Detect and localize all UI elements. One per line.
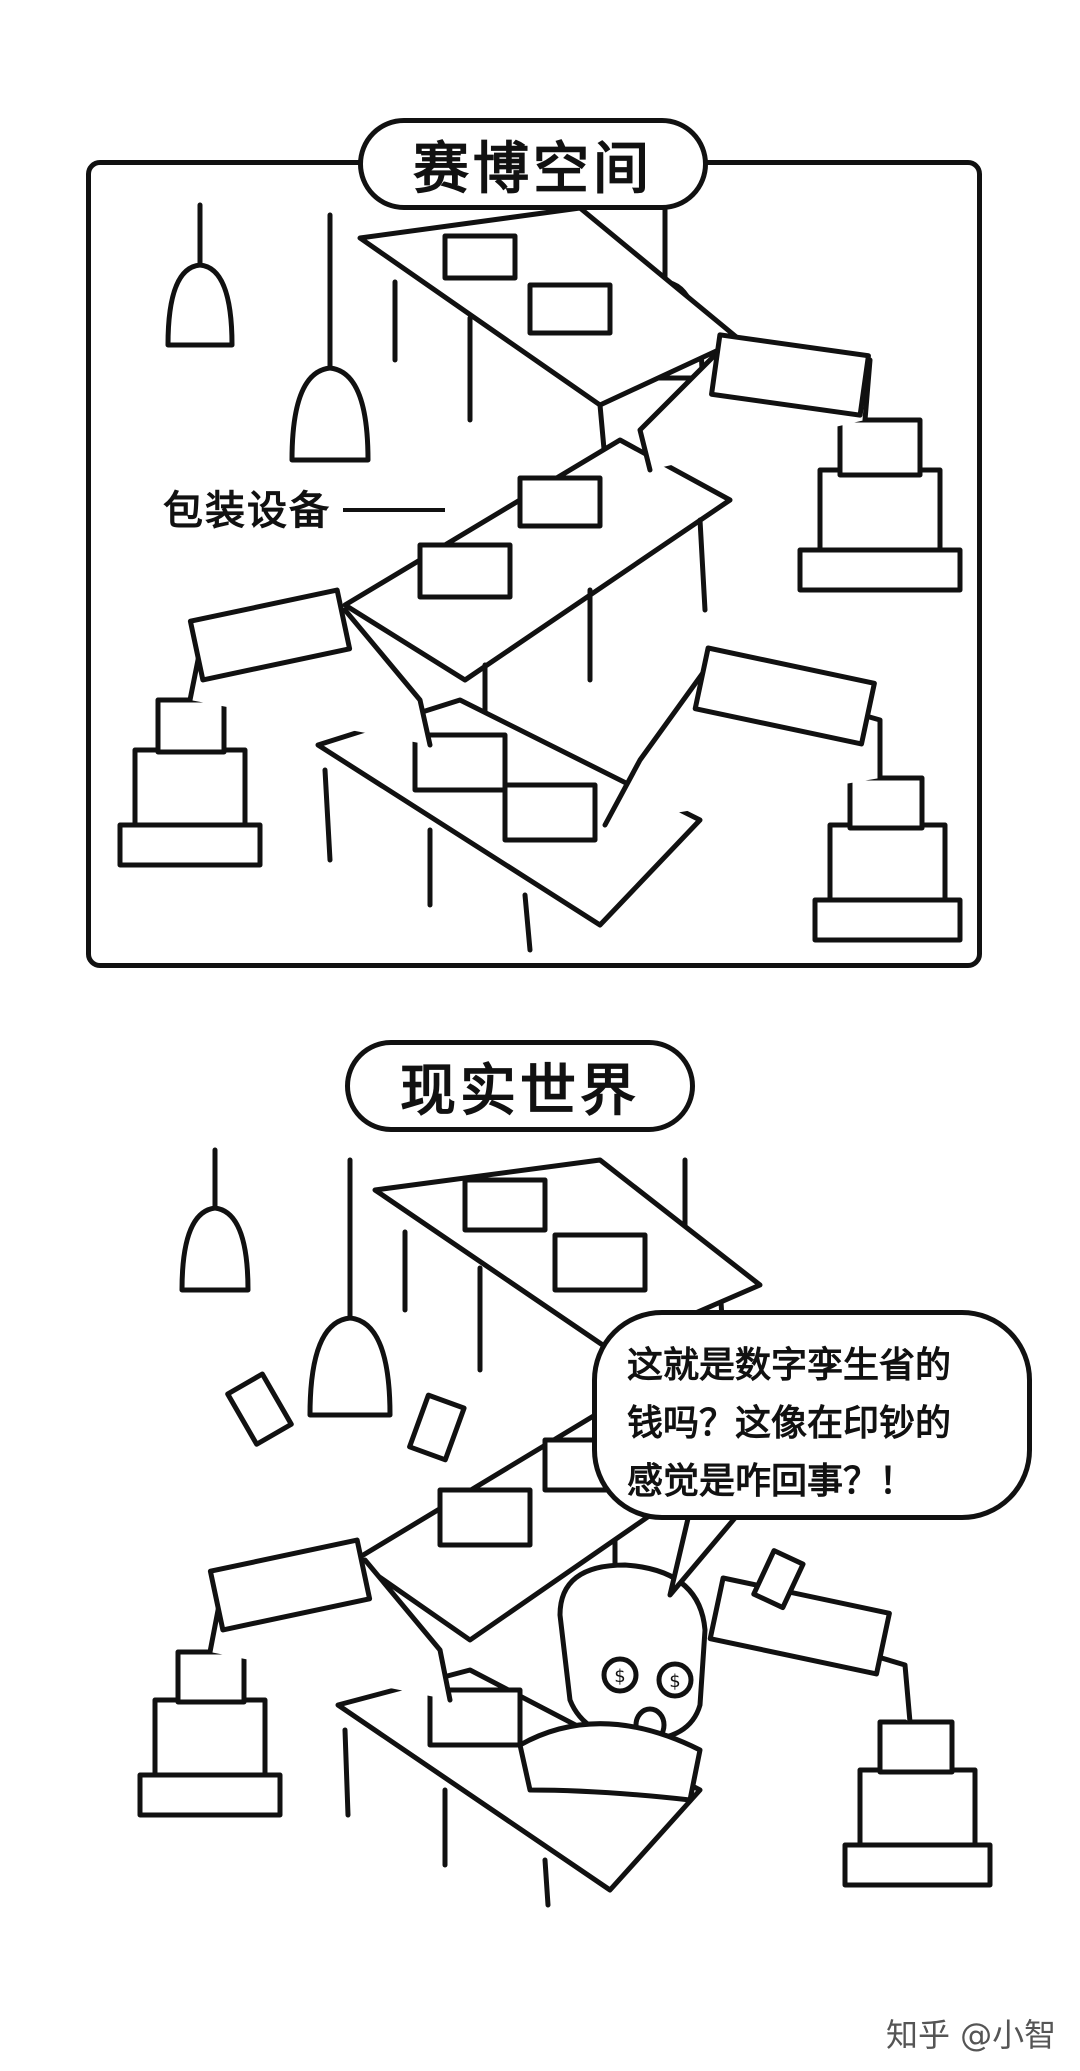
robot-arm: [602, 645, 963, 943]
real-world-title-text: 现实世界: [400, 1058, 640, 1124]
pendant-lamp: [307, 1157, 393, 1418]
cyberspace-title-text: 赛博空间: [413, 136, 653, 202]
pendant-lamp: [179, 1147, 251, 1293]
conveyor-belt: [372, 1157, 763, 1373]
robot-arm: [117, 587, 433, 868]
pendant-lamp: [289, 212, 371, 463]
conveyor-belt: [357, 205, 743, 463]
speech-line: 钱吗？这像在印钞的: [627, 1403, 952, 1444]
conveyor-belt: [315, 697, 703, 953]
conveyor-belt: [342, 437, 733, 723]
cyberspace-title: 赛博空间: [358, 118, 708, 210]
robot-arm: [637, 332, 963, 593]
speech-line: 这就是数字孪生省的: [627, 1345, 952, 1386]
real-world-title: 现实世界: [345, 1040, 695, 1132]
label-pointer-line: [343, 508, 445, 512]
robot-arm: [137, 1537, 453, 1818]
watermark: 知乎 @小智: [886, 2016, 1057, 2054]
svg-text:$: $: [614, 1666, 625, 1687]
robot-arm: [707, 1575, 993, 1888]
speech-line: 感觉是咋回事？！: [627, 1461, 916, 1502]
speech-bubble: 这就是数字孪生省的 钱吗？这像在印钞的 感觉是咋回事？！: [592, 1310, 1032, 1520]
pendant-lamp: [165, 202, 235, 348]
svg-text:$: $: [669, 1671, 680, 1692]
packaging-equipment-label: 包装设备: [163, 488, 331, 534]
character: [517, 1562, 708, 1803]
